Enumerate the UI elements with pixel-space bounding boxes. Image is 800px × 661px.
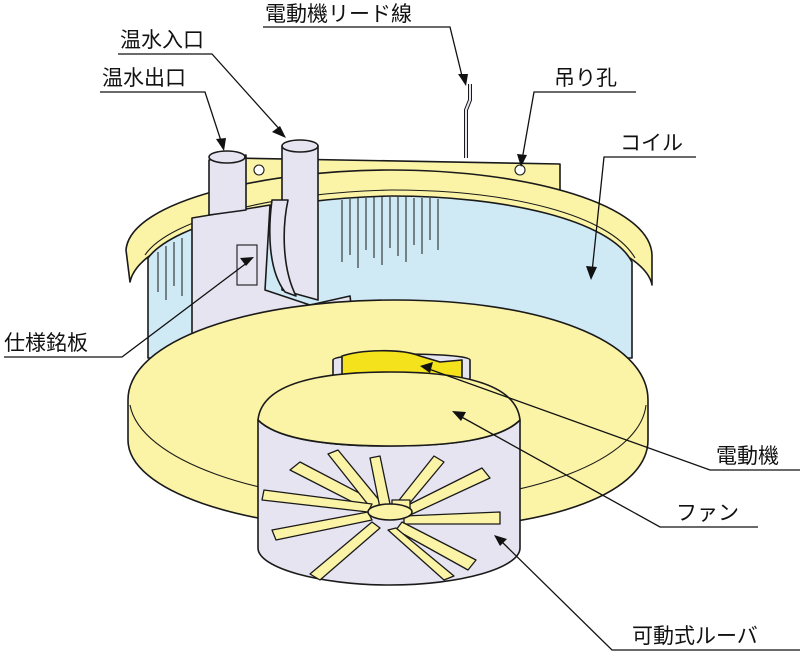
hanging-hole-right [514, 164, 526, 176]
outlet-pipe [208, 154, 247, 216]
inlet-pipe-top [281, 139, 319, 153]
label-hot-water-inlet: 温水入口 [120, 28, 204, 52]
lead-wire-core [465, 84, 471, 158]
louver-blade [387, 527, 455, 581]
inlet-pipe-bend [269, 199, 297, 297]
leader-lines [4, 26, 800, 651]
nameplate [236, 244, 258, 286]
label-motor: 電動機 [716, 444, 779, 468]
flange-inner-line [144, 189, 636, 259]
louver-blade [309, 521, 381, 581]
louver-housing-top [257, 371, 521, 447]
louver-blade [403, 511, 501, 525]
label-coil: コイル [620, 131, 683, 155]
hanging-hole-left [253, 164, 265, 176]
louver-blade [261, 489, 373, 513]
label-motor-lead-wire: 電動機リード線 [265, 2, 412, 26]
coil-fins [157, 197, 439, 300]
label-fan: ファン [676, 501, 739, 525]
label-hanging-hole: 吊り孔 [554, 66, 617, 90]
label-movable-louver: 可動式ルーバ [632, 624, 758, 648]
louver-blade [395, 521, 477, 571]
label-hot-water-outlet: 温水出口 [102, 66, 186, 90]
louver-hub [367, 503, 413, 521]
label-nameplate: 仕様銘板 [4, 331, 88, 355]
outlet-pipe-top [208, 150, 246, 164]
movable-louver [261, 449, 501, 581]
